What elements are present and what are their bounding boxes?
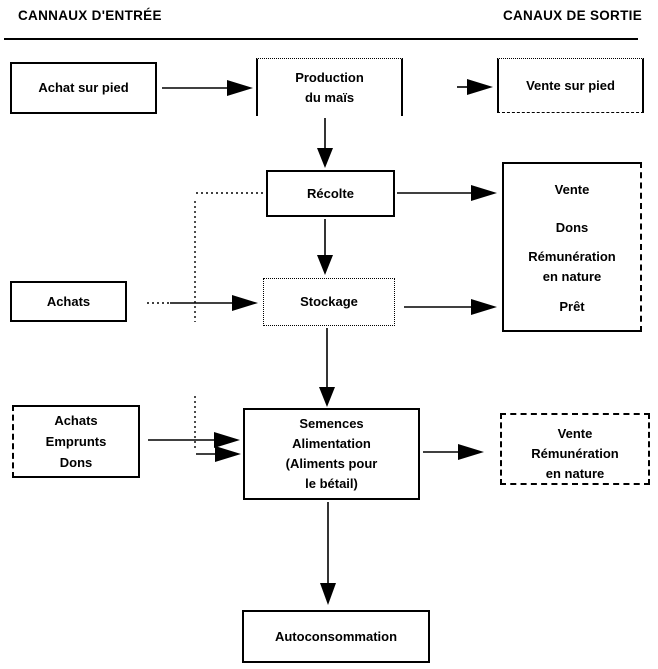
node-label: en nature [545, 466, 605, 481]
node-achats: Achats [10, 281, 127, 322]
arrow-dotted-channel-to-semences [196, 446, 241, 462]
node-label: Vente sur pied [526, 77, 615, 93]
node-label: Récolte [307, 185, 354, 201]
node-label: Achat sur pied [38, 80, 129, 95]
node-label: Achats [46, 293, 91, 309]
node-label: Rémunération [531, 446, 619, 461]
node-autoconsommation: Autoconsommation [242, 610, 430, 663]
node-label: Stockage [300, 294, 358, 309]
node-label: Alimentation [292, 436, 371, 451]
node-label: du maïs [304, 89, 355, 105]
arrow-recolte-to-vente [397, 185, 497, 201]
node-vente-sur-pied: Vente sur pied [497, 58, 644, 113]
node-label: Rémunération [528, 249, 616, 264]
node-label: Prêt [559, 299, 585, 314]
arrow-achats-emprunts-dons-to-semences [148, 432, 240, 448]
arrow-stockage-to-semences [319, 328, 335, 407]
node-label: en nature [542, 269, 602, 284]
node-label: Vente [557, 426, 593, 441]
arrow-semences-to-autoconsommation [320, 502, 336, 605]
arrow-stockage-to-pret [404, 299, 497, 315]
node-label: Semences [299, 416, 364, 431]
node-label: Emprunts [45, 434, 107, 449]
node-achat-sur-pied: Achat sur pied [10, 62, 157, 114]
header-divider-line [4, 38, 638, 40]
arrow-recolte-to-stockage [317, 219, 333, 275]
node-label: Achats [54, 413, 98, 428]
node-label: (Aliments pour [285, 456, 378, 471]
node-label: le bétail) [305, 476, 358, 491]
node-vente-dons-remuneration-pret: Vente Dons Rémunération en nature Prêt [502, 162, 642, 332]
header-output-channels: CANAUX DE SORTIE [502, 8, 642, 23]
header-input-channels: CANNAUX D'ENTRÉE [18, 8, 162, 23]
node-label: Dons [59, 455, 93, 470]
node-label: Dons [555, 220, 589, 235]
node-achats-emprunts-dons: Achats Emprunts Dons [12, 405, 140, 478]
node-label: Vente [554, 182, 590, 197]
node-production-du-mais: Production du maïs [256, 58, 403, 116]
arrow-semences-to-vente-remuneration [423, 444, 484, 460]
arrow-production-to-recolte [317, 118, 333, 168]
node-label: Production [295, 69, 364, 85]
node-semences-alimentation: Semences Alimentation (Aliments pour le … [243, 408, 420, 500]
node-recolte: Récolte [266, 170, 395, 217]
arrow-achat-to-production [162, 80, 253, 96]
arrow-achats-to-stockage [147, 295, 258, 311]
node-stockage: Stockage [263, 278, 395, 326]
arrow-production-to-vente-sur-pied [457, 79, 493, 95]
node-label: Autoconsommation [274, 628, 398, 644]
node-vente-remuneration: Vente Rémunération en nature [500, 413, 650, 485]
